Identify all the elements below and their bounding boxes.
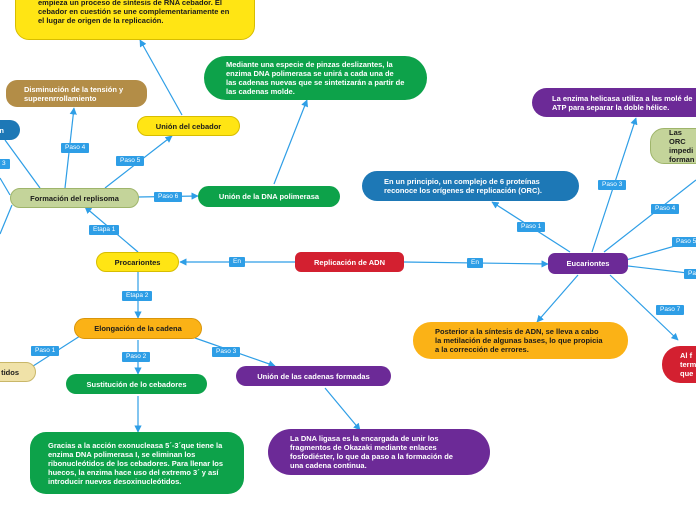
edge-label-paso4-pro: Paso 4 — [61, 143, 90, 153]
orc-description: En un principio, un complejo de 6 proteí… — [362, 171, 579, 201]
union-dna-polimerasa-text: Unión de la DNA polimerasa — [218, 192, 320, 201]
edge-label-paso5-euc: Paso 5 — [672, 237, 696, 247]
edge-label-paso5-pro: Paso 5 — [116, 156, 145, 166]
metilacion-description-text: Posterior a la síntesis de ADN, se lleva… — [435, 327, 603, 354]
ligasa-description: La DNA ligasa es la encargada de unir lo… — [268, 429, 490, 475]
left-blue-fragment-node[interactable]: n — [0, 120, 20, 140]
eucariontes-node[interactable]: Eucariontes — [548, 253, 628, 274]
edge-union-cadenas-ligasa — [324, 387, 361, 431]
pinzas-description-text: Mediante una especie de pinzas deslizant… — [226, 60, 405, 96]
elongacion-node[interactable]: Elongación de la cadena — [74, 318, 202, 339]
disminucion-tension-text: Disminución de la tensión y superenrroll… — [24, 84, 124, 103]
formacion-replisoma-text: Formación del replisoma — [30, 193, 119, 203]
edge-label-etapa1: Etapa 1 — [89, 225, 120, 235]
ligasa-description-text: La DNA ligasa es la encargada de unir lo… — [290, 434, 453, 470]
edge-label-paso4-euc: Paso 4 — [651, 204, 680, 214]
edge-label-paso6-pro: Paso 6 — [154, 192, 183, 202]
metilacion-description: Posterior a la síntesis de ADN, se lleva… — [413, 322, 628, 359]
left-beige-fragment-text: tidos — [1, 367, 19, 377]
edge-label-paso3-euc: Paso 3 — [598, 180, 627, 190]
edge-label-paso3-left: 3 — [0, 159, 10, 169]
edge-label-paso3-pro: Paso 3 — [212, 347, 241, 357]
pinzas-description: Mediante una especie de pinzas deslizant… — [204, 56, 427, 100]
eucariontes-text: Eucariontes — [566, 259, 610, 268]
orc-description-text: En un principio, un complejo de 6 proteí… — [384, 177, 542, 195]
union-dna-polimerasa-node[interactable]: Unión de la DNA polimerasa — [198, 186, 340, 207]
red-right-partial-text: Al f term que — [680, 351, 696, 378]
cebador-description: empieza un proceso de síntesis de RNA ce… — [15, 0, 255, 40]
edge-label-paso7-euc: Paso 7 — [656, 305, 685, 315]
edge-label-paso6-euc: Pa — [684, 269, 696, 279]
orc-right-partial-text: Las ORC impedi forman — [669, 128, 695, 164]
union-cebador-text: Unión del cebador — [155, 121, 222, 131]
edge-union-dna-pinzas — [273, 99, 308, 185]
elongacion-text: Elongación de la cadena — [94, 324, 182, 333]
edge-eucariontes-paso7 — [609, 274, 679, 341]
edge-label-etapa2: Etapa 2 — [122, 291, 153, 301]
union-cadenas-text: Unión de las cadenas formadas — [257, 371, 370, 381]
procariontes-node[interactable]: Procariontes — [96, 252, 179, 272]
left-beige-fragment-node[interactable]: tidos — [0, 362, 36, 382]
edge-label-paso1-euc: Paso 1 — [517, 222, 546, 232]
red-right-partial-node: Al f term que — [662, 346, 696, 383]
replicacion-adn-text: Replicación de ADN — [314, 257, 385, 267]
helicasa-description: La enzima helicasa utiliza a las molé de… — [532, 88, 696, 117]
edge-label-paso2-pro: Paso 2 — [122, 352, 151, 362]
edge-formacion-left-top — [4, 139, 41, 189]
edge-formacion-left-bot — [0, 204, 13, 235]
edge-formacion-left-mid — [0, 177, 11, 196]
edge-label-paso1-pro: Paso 1 — [31, 346, 60, 356]
formacion-replisoma-node[interactable]: Formación del replisoma — [10, 188, 139, 208]
edge-union-cebador-desc — [139, 39, 183, 116]
helicasa-description-text: La enzima helicasa utiliza a las molé de… — [552, 93, 693, 112]
edge-label-en-right: En — [467, 258, 483, 268]
exonucleasa-description: Gracias a la acción exonucleasa 5´-3´que… — [30, 432, 244, 494]
replicacion-adn-node[interactable]: Replicación de ADN — [295, 252, 404, 272]
edge-label-en-left: En — [229, 257, 245, 267]
procariontes-text: Procariontes — [114, 257, 161, 267]
cebador-description-text: empieza un proceso de síntesis de RNA ce… — [38, 0, 230, 25]
exonucleasa-description-text: Gracias a la acción exonucleasa 5´-3´que… — [48, 440, 224, 486]
disminucion-tension-node[interactable]: Disminución de la tensión y superenrroll… — [6, 80, 147, 107]
orc-right-partial-node: Las ORC impedi forman — [650, 128, 696, 164]
union-cadenas-node[interactable]: Unión de las cadenas formadas — [236, 366, 391, 386]
sustitucion-cebadores-node[interactable]: Sustitución de lo cebadores — [66, 374, 207, 394]
edge-eucariontes-metilacion — [536, 274, 579, 323]
sustitucion-cebadores-text: Sustitución de lo cebadores — [86, 379, 187, 389]
left-blue-fragment-text: n — [0, 125, 4, 135]
edge-eucariontes-paso4 — [603, 179, 696, 253]
union-cebador-node[interactable]: Unión del cebador — [137, 116, 240, 136]
